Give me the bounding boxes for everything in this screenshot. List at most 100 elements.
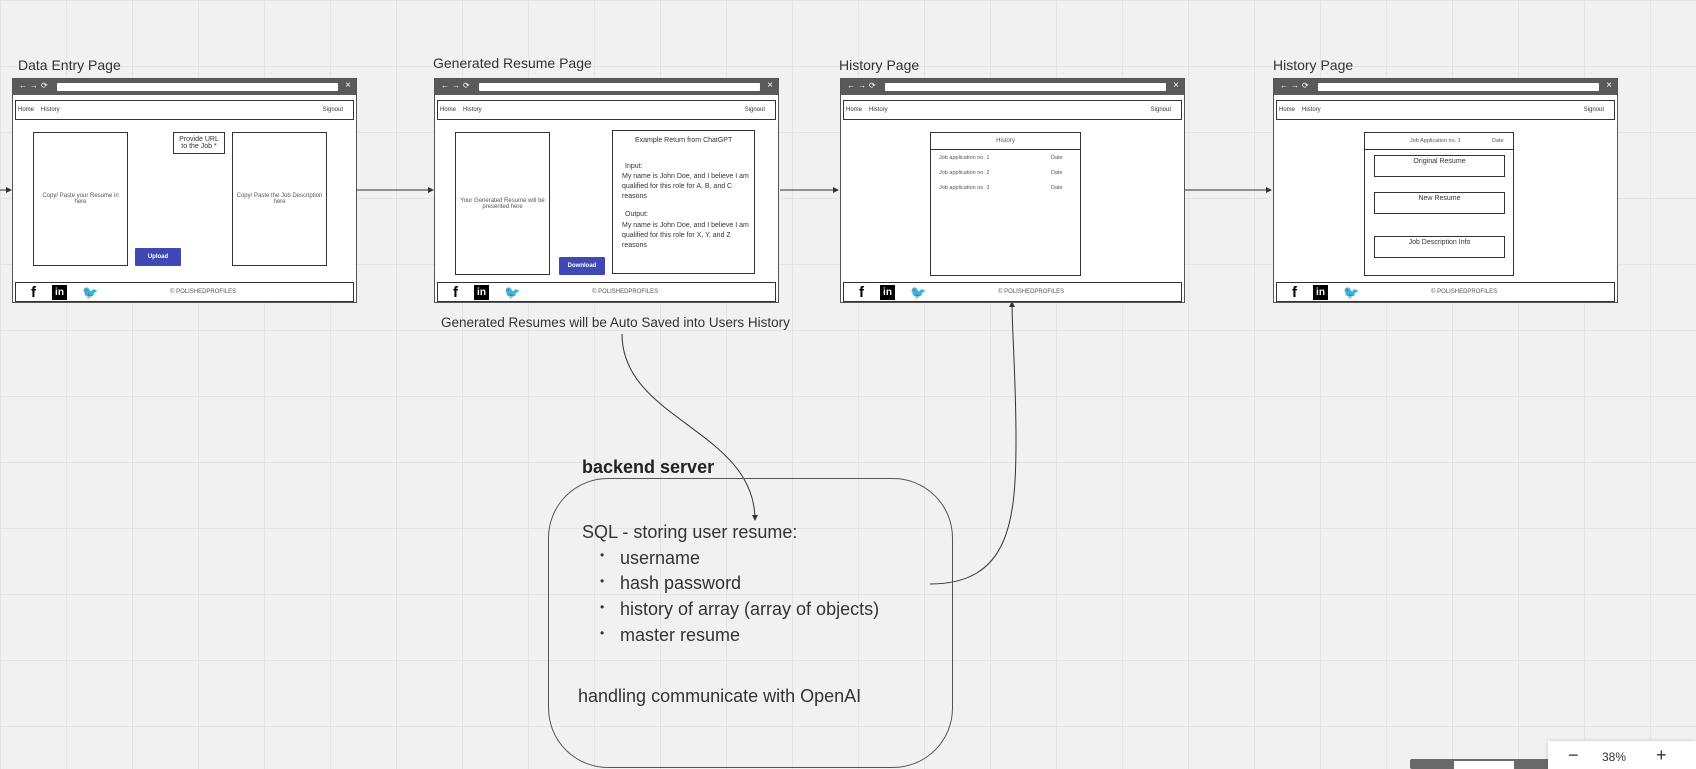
menu-home: Home (18, 107, 35, 113)
menu-history: History (463, 107, 482, 113)
close-icon: × (1606, 80, 1612, 91)
history-row-date: Date (1051, 170, 1063, 176)
example-title: Example Return from ChatGPT (635, 137, 733, 144)
menu-signout: Signout (1150, 107, 1171, 113)
bullet-dot: • (600, 600, 605, 614)
footer: f in 🐦 © POLISHEDPROFILES (15, 282, 354, 302)
detail-title: Job Application no. 1 (1410, 138, 1461, 144)
zoom-in-button[interactable]: + (1656, 745, 1667, 765)
bullet-dot: • (600, 626, 605, 640)
original-resume-box: Original Resume (1374, 155, 1505, 177)
url-input-box: Provide URL to the Job * (173, 132, 225, 154)
twitter-icon: 🐦 (82, 285, 99, 300)
footer-copyright: © POLISHEDPROFILES (170, 289, 237, 295)
close-icon: × (1173, 80, 1179, 91)
input-label: Input: (625, 163, 643, 170)
nav-arrows-icon: ←→⟳ (441, 81, 473, 90)
facebook-icon: f (453, 284, 458, 301)
backend-item: master resume (620, 625, 741, 645)
linkedin-icon: in (880, 285, 895, 300)
history-row-name: Job application no. 2 (939, 170, 990, 176)
arrow-backend-to-history (929, 301, 1017, 585)
input-text: My name is John Doe, and I believe I am … (622, 173, 749, 200)
menu-home: Home (1279, 107, 1296, 113)
url-bar (885, 83, 1166, 91)
menu-signout: Signout (1583, 107, 1604, 113)
linkedin-icon: in (52, 285, 67, 300)
new-resume-box: New Resume (1374, 192, 1505, 214)
menu-bar: Home History Signout (843, 100, 1182, 120)
chatgpt-example-box: Example Return from ChatGPT Input: My na… (612, 130, 755, 274)
sql-heading: SQL - storing user resume: (582, 522, 798, 542)
footer-copyright: © POLISHEDPROFILES (592, 289, 659, 295)
linkedin-icon: in (474, 285, 489, 300)
close-icon: × (345, 80, 351, 91)
output-label: Output: (625, 211, 648, 218)
bullet-dot: • (600, 574, 605, 588)
detail-header: Job Application no. 1 Date (1365, 133, 1513, 150)
twitter-icon: 🐦 (504, 285, 521, 300)
backend-server-box (548, 478, 953, 768)
output-text: My name is John Doe, and I believe I am … (622, 222, 749, 249)
menu-bar: Home History Signout (437, 100, 776, 120)
menu-home: Home (846, 107, 863, 113)
zoom-out-button[interactable]: − (1568, 745, 1579, 765)
facebook-icon: f (859, 284, 864, 301)
arrow-note-to-backend (621, 333, 758, 521)
frame-title-generated: Generated Resume Page (433, 55, 592, 71)
browser-bar: ←→⟳ × (435, 79, 778, 95)
job-description-info-box: Job Description Info (1374, 236, 1505, 258)
frame-title-history: History Page (839, 57, 920, 73)
openai-text: handling communicate with OpenAI (578, 686, 862, 706)
backend-title: backend server (582, 457, 715, 477)
menu-signout: Signout (322, 107, 343, 113)
footer: f in 🐦 © POLISHEDPROFILES (437, 282, 776, 302)
wireframe-history: ←→⟳ × Home History Signout History Job appl… (840, 78, 1185, 303)
wireframe-generated-resume: ←→⟳ × Home History Signout Your Generated R… (434, 78, 779, 303)
menu-history: History (869, 107, 888, 113)
resume-paste-box: Copy/ Paste your Resume in here (33, 132, 128, 266)
browser-bar: ←→⟳ × (13, 79, 356, 95)
history-row-date: Date (1051, 185, 1063, 191)
menu-signout: Signout (744, 107, 765, 113)
twitter-icon: 🐦 (1343, 285, 1360, 300)
menu-bar: Home History Signout (15, 100, 354, 120)
horizontal-scrollbar[interactable] (1410, 759, 1550, 769)
facebook-icon: f (1292, 284, 1297, 301)
frame-title-data-entry: Data Entry Page (18, 57, 121, 73)
menu-history: History (41, 107, 60, 113)
backend-item: username (620, 548, 701, 568)
bullet-dot: • (600, 548, 605, 562)
download-button: Download (559, 257, 605, 275)
job-description-box: Copy/ Paste the Job Description here (232, 132, 327, 266)
history-list: History Job application no. 1 Date Job a… (930, 132, 1081, 276)
close-icon: × (767, 80, 773, 91)
generated-resume-box: Your Generated Resume will be presented … (455, 132, 550, 275)
nav-arrows-icon: ←→⟳ (19, 81, 51, 90)
footer-copyright: © POLISHEDPROFILES (998, 289, 1065, 295)
application-detail: Job Application no. 1 Date Original Resu… (1364, 132, 1514, 276)
wireframe-data-entry: ←→⟳ × Home History Signout Copy/ Paste your… (12, 78, 357, 303)
nav-arrows-icon: ←→⟳ (1280, 81, 1312, 90)
scrollbar-thumb[interactable] (1454, 761, 1514, 769)
linkedin-icon: in (1313, 285, 1328, 300)
zoom-level: 38% (1602, 750, 1627, 764)
frame-title-history-detail: History Page (1273, 57, 1354, 73)
history-row-name: Job application no. 1 (939, 155, 990, 161)
nav-arrows-icon: ←→⟳ (847, 81, 879, 90)
history-row-date: Date (1051, 155, 1063, 161)
backend-item: history of array (array of objects) (620, 599, 880, 619)
twitter-icon: 🐦 (910, 285, 927, 300)
browser-bar: ←→⟳ × (841, 79, 1184, 95)
menu-home: Home (440, 107, 457, 113)
history-row-name: Job application no. 3 (939, 185, 990, 191)
browser-bar: ←→⟳ × (1274, 79, 1617, 95)
url-bar (479, 83, 760, 91)
zoom-control: − 38% + (1548, 741, 1696, 769)
upload-button: Upload (135, 248, 181, 266)
footer: f in 🐦 © POLISHEDPROFILES (843, 282, 1182, 302)
facebook-icon: f (31, 284, 36, 301)
